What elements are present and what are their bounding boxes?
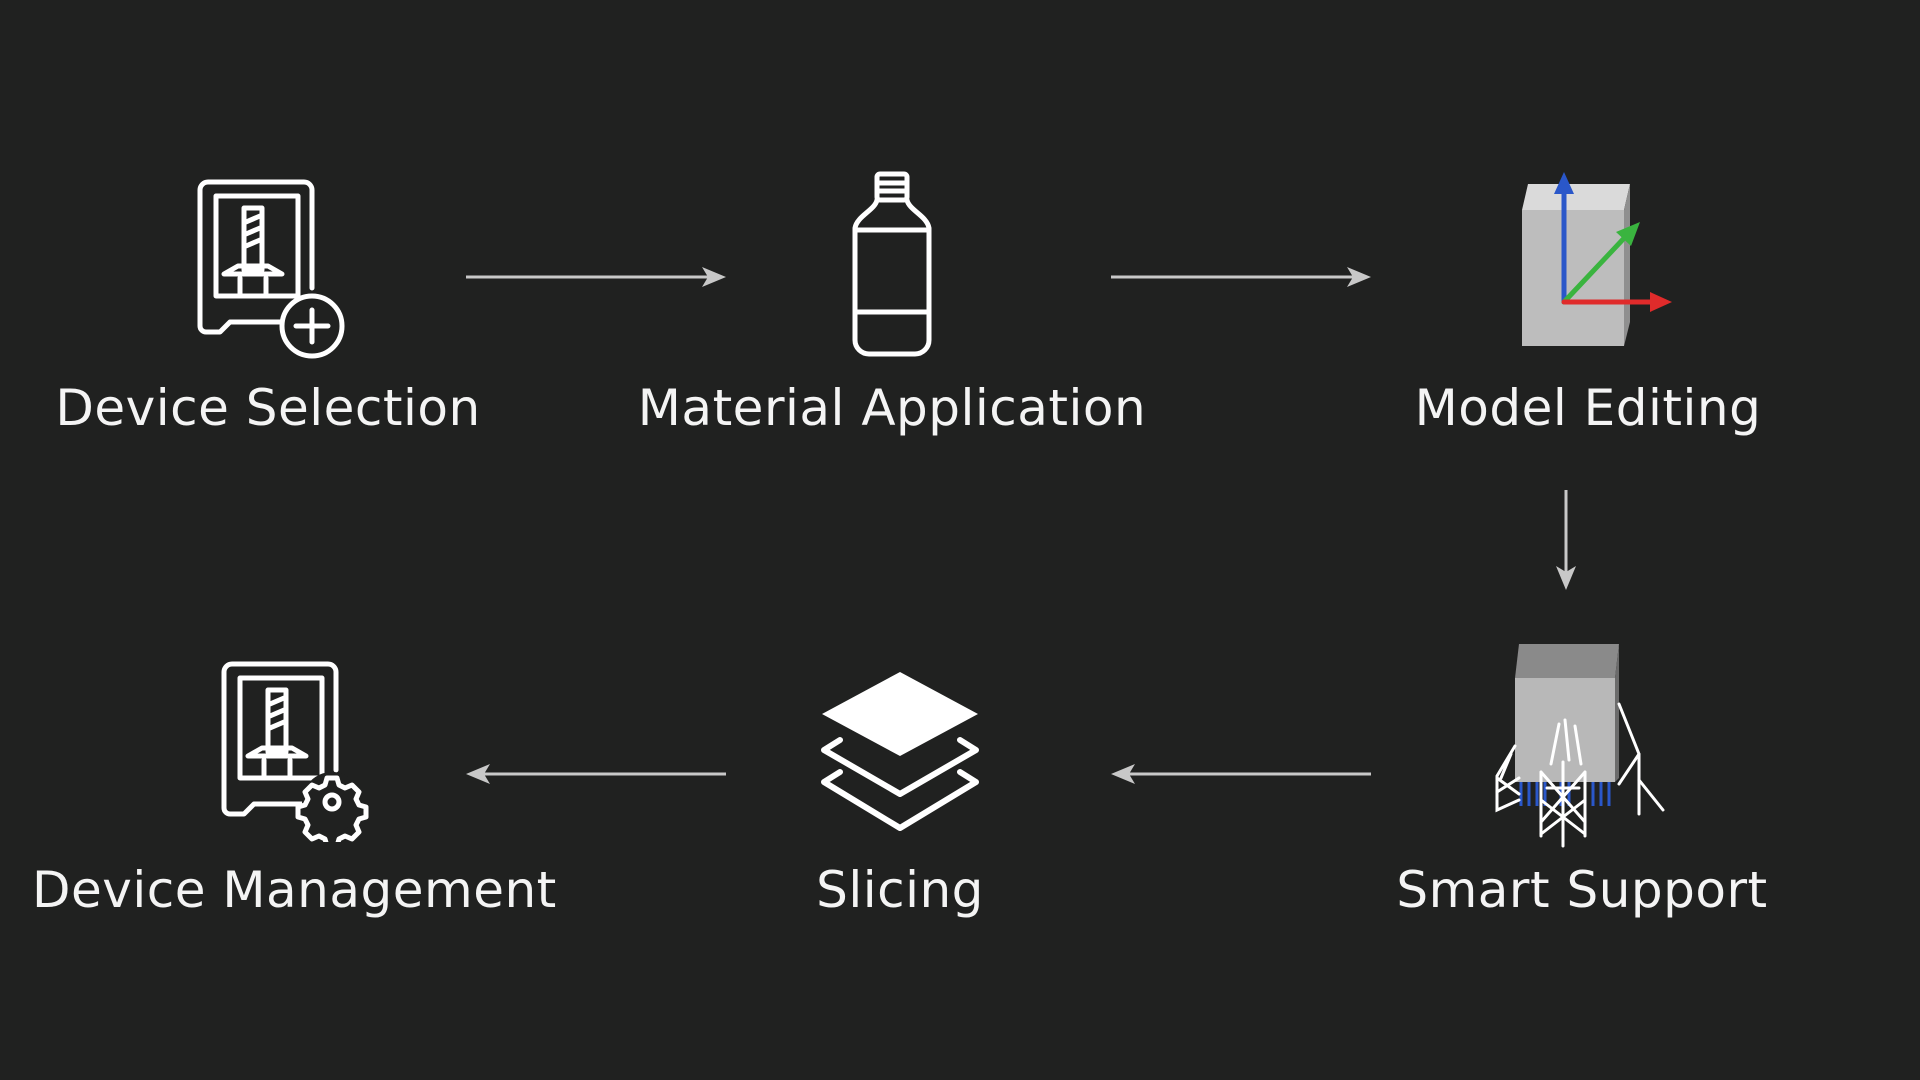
step-material-application: Material Application xyxy=(632,170,1152,438)
layers-icon xyxy=(640,652,1160,842)
cube-supports-icon xyxy=(1322,644,1842,848)
step-model-editing: Model Editing xyxy=(1328,170,1848,438)
step-smart-support: Smart Support xyxy=(1322,644,1842,920)
step-label: Slicing xyxy=(816,861,984,919)
step-label: Device Selection xyxy=(55,379,481,437)
step-device-management: Device Management xyxy=(32,652,557,920)
arrow-down xyxy=(1553,488,1579,592)
step-label: Device Management xyxy=(32,861,557,919)
step-slicing: Slicing xyxy=(640,652,1160,920)
step-device-selection: Device Selection xyxy=(8,170,528,438)
step-label: Model Editing xyxy=(1414,379,1762,437)
resin-bottle-icon xyxy=(632,170,1152,360)
arrow-right-1 xyxy=(464,264,728,290)
cube-axes-icon xyxy=(1328,170,1848,360)
arrow-left-1 xyxy=(1109,761,1373,787)
arrow-left-2 xyxy=(464,761,728,787)
step-label: Material Application xyxy=(637,379,1147,437)
arrow-right-2 xyxy=(1109,264,1373,290)
step-label: Smart Support xyxy=(1396,861,1768,919)
printer-add-icon xyxy=(8,170,528,360)
printer-settings-icon xyxy=(32,652,552,842)
